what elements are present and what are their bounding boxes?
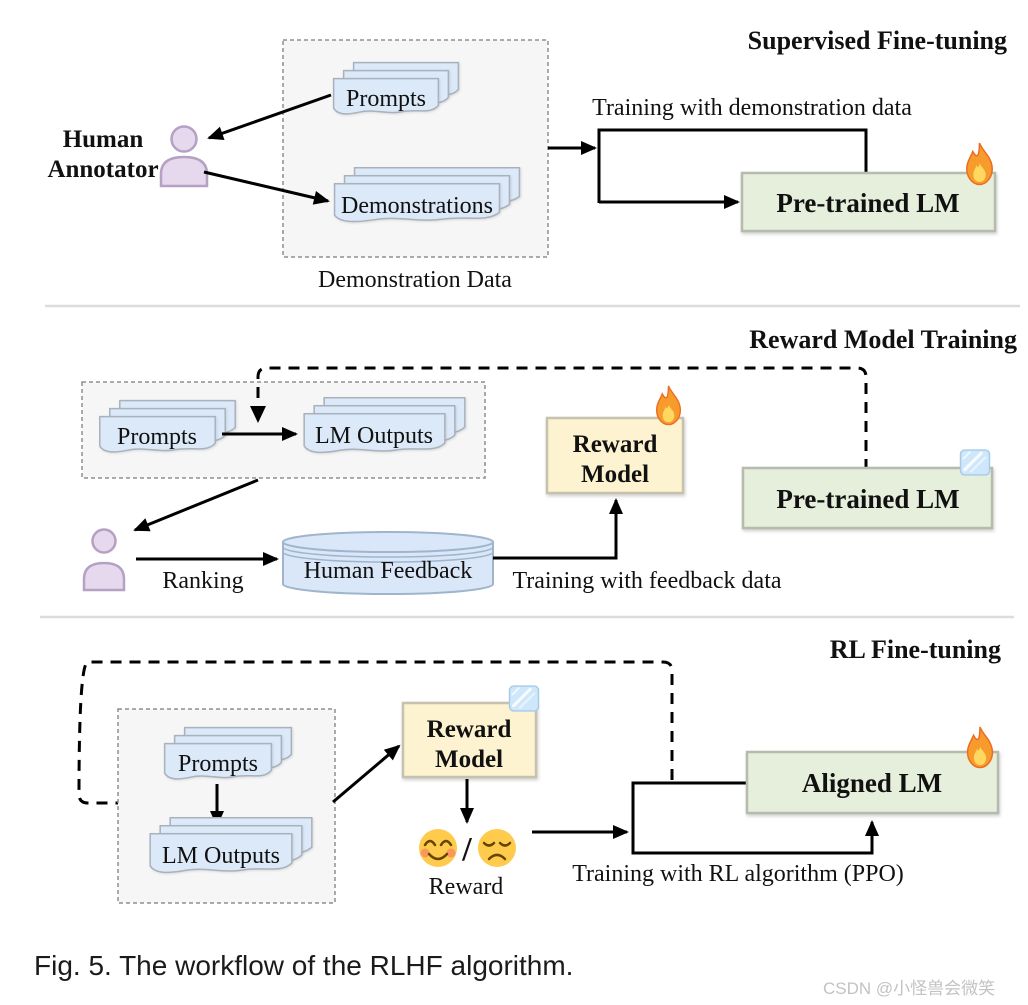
reward-slash: / xyxy=(461,831,472,868)
training-feedback-label: Training with feedback data xyxy=(512,568,781,594)
training-demo-label: Training with demonstration data xyxy=(592,95,912,121)
pretrained-lm-box-sft xyxy=(740,171,997,233)
arrow-prompts-to-annotator xyxy=(207,93,332,140)
arrow-feedback-to-reward-model xyxy=(493,498,623,560)
panel-rm-title: Reward Model Training xyxy=(749,325,1017,354)
reward-model-label-rm-line2: Model xyxy=(581,461,649,488)
arrow-annotator-to-demonstrations xyxy=(203,170,330,205)
panel-rl-title: RL Fine-tuning xyxy=(830,635,1001,664)
happy-face-icon xyxy=(419,829,457,867)
lm-outputs-label-rm: LM Outputs xyxy=(315,423,433,449)
human-feedback-database-icon xyxy=(282,531,494,595)
prompts-label-rl: Prompts xyxy=(178,751,258,777)
prompts-label-rm: Prompts xyxy=(117,424,197,450)
arrow-generation-to-reward-model-rl xyxy=(332,744,401,804)
ice-cube-icon-rl xyxy=(508,684,540,713)
reward-model-label-rl-line1: Reward xyxy=(427,716,512,743)
figure-caption: Fig. 5. The workflow of the RLHF algorit… xyxy=(34,950,574,981)
lm-outputs-label-rl: LM Outputs xyxy=(162,843,280,869)
pretrained-lm-box-rm xyxy=(741,466,994,530)
pretrained-lm-label-sft: Pre-trained LM xyxy=(776,188,959,218)
csdn-watermark: CSDN @小怪兽会微笑 xyxy=(823,979,996,998)
dashed-path-pretrained-lm-to-generation xyxy=(256,366,868,470)
panel-sft-title: Supervised Fine-tuning xyxy=(748,26,1007,55)
reward-model-box-rm xyxy=(545,416,685,495)
demonstrations-label: Demonstrations xyxy=(341,193,493,219)
reward-model-label-rl-line2: Model xyxy=(435,746,503,773)
pretrained-lm-label-rm: Pre-trained LM xyxy=(776,484,959,514)
human-annotator-label-line1: Human xyxy=(63,126,144,153)
aligned-lm-box xyxy=(745,750,1000,815)
human-feedback-label: Human Feedback xyxy=(304,558,473,584)
arrow-generation-to-labeler xyxy=(133,478,259,532)
fire-icon-rl xyxy=(966,726,994,769)
fire-icon-sft xyxy=(966,142,993,186)
training-loop-line-rl xyxy=(631,781,879,855)
training-rl-label: Training with RL algorithm (PPO) xyxy=(572,861,904,887)
reward-model-box-rl xyxy=(401,701,538,779)
human-annotator-label-line2: Annotator xyxy=(47,156,158,183)
disappointed-face-icon xyxy=(478,829,516,867)
labeler-icon-rm xyxy=(82,528,126,592)
ice-cube-icon-rm xyxy=(959,448,991,477)
ranking-label: Ranking xyxy=(162,568,243,594)
fire-icon-rm xyxy=(655,385,682,426)
human-annotator-icon xyxy=(159,125,209,188)
demonstration-data-label: Demonstration Data xyxy=(318,267,512,293)
aligned-lm-label: Aligned LM xyxy=(802,768,942,798)
reward-model-label-rm-line1: Reward xyxy=(573,431,658,458)
dashed-path-aligned-lm-to-generation xyxy=(77,660,674,805)
prompts-label-sft: Prompts xyxy=(346,86,426,112)
reward-label: Reward xyxy=(429,874,504,900)
training-loop-line-sft xyxy=(597,128,868,203)
dashed-arrowhead-down xyxy=(250,406,266,423)
